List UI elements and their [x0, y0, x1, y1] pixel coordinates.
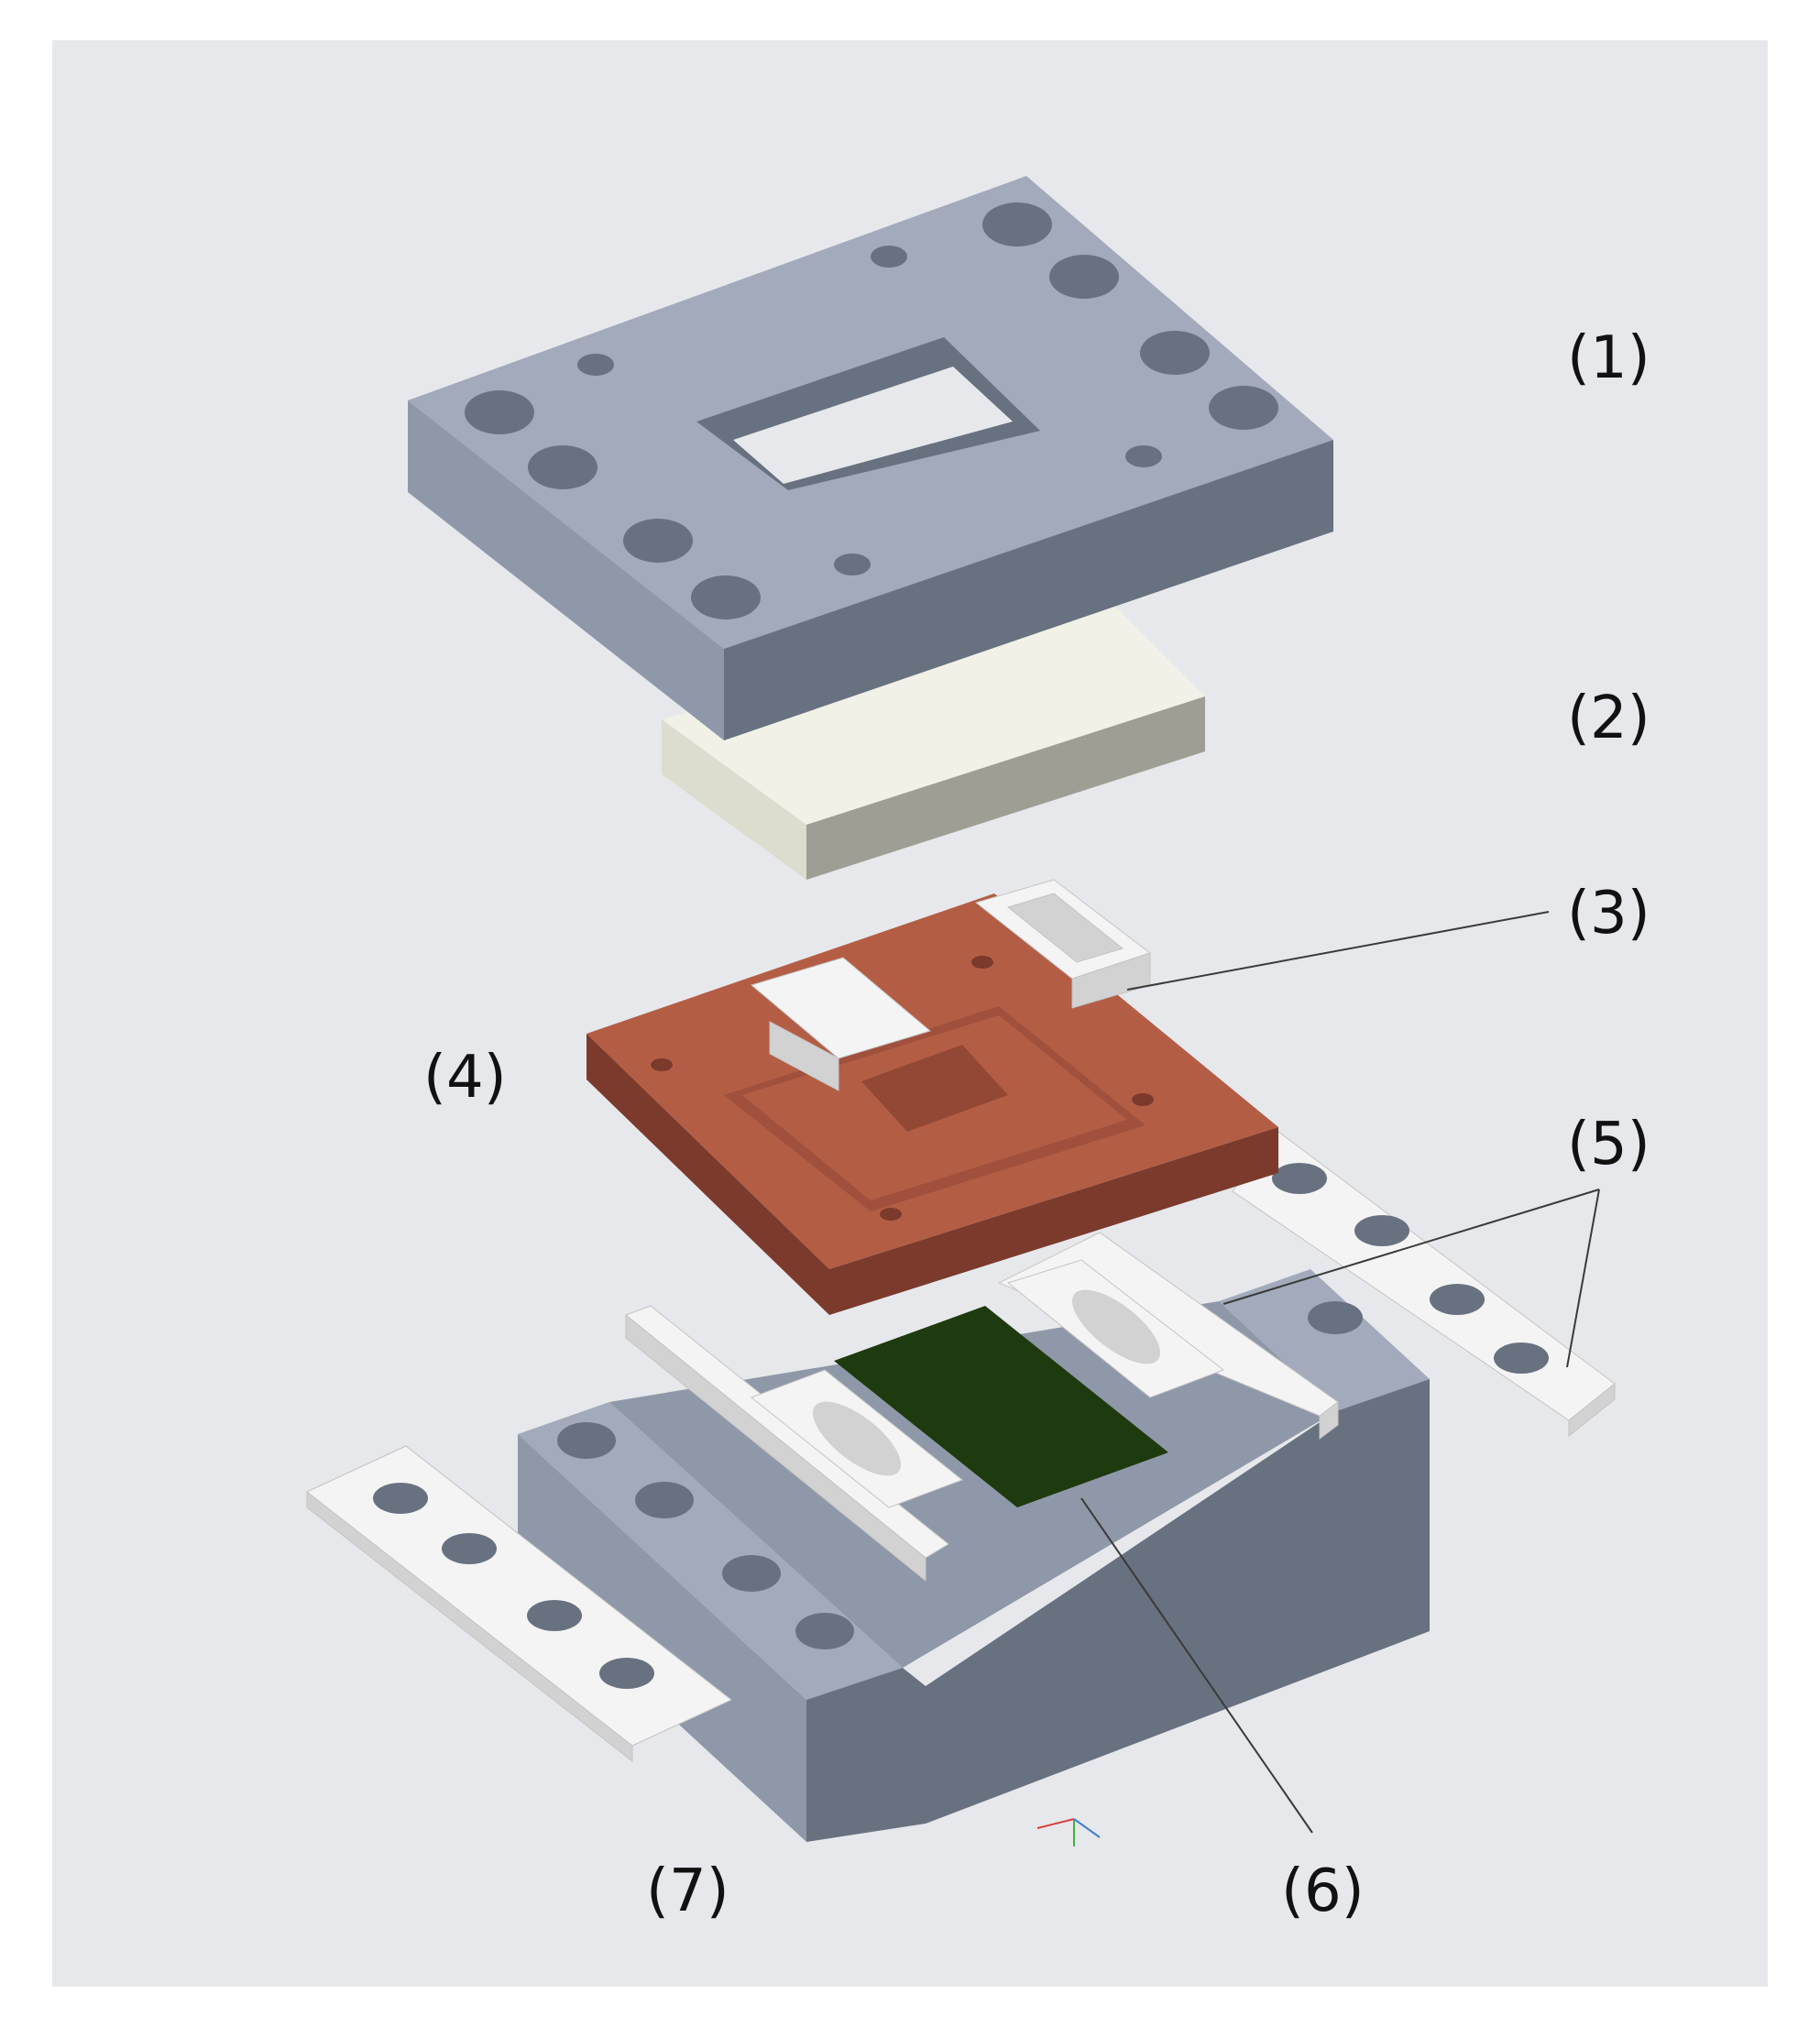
chip-hole-3	[1132, 1093, 1154, 1106]
chip-front-face	[587, 1034, 829, 1315]
base-front-face	[518, 1434, 806, 1842]
label-7: (7)	[646, 1857, 729, 1925]
membrane-right-face	[806, 696, 1205, 880]
membrane-top	[662, 600, 1205, 825]
axis-z	[1073, 1818, 1101, 1838]
chip-channels	[861, 1045, 1008, 1132]
chip-hole-1	[651, 1058, 673, 1071]
rstrip-hole-4	[1494, 1342, 1549, 1374]
connector-left-top	[750, 957, 932, 1059]
top-plate-part-1	[408, 176, 1333, 740]
plate-hole-7	[1140, 331, 1210, 375]
base-right-top	[1219, 1269, 1430, 1411]
strip-hole-4	[599, 1658, 654, 1689]
chip-right-face	[829, 1127, 1278, 1315]
sensor-top	[834, 1306, 1168, 1507]
label-2: (2)	[1567, 685, 1650, 752]
plate-hole-1	[465, 390, 534, 434]
leader-lines	[1080, 911, 1600, 1834]
leader-5b	[1566, 1189, 1600, 1368]
rstrip-hole-1	[1272, 1163, 1327, 1194]
plate-window-opening	[733, 367, 1013, 484]
leader-6	[1080, 1497, 1313, 1834]
label-6: (6)	[1281, 1857, 1365, 1925]
connector-right-opening	[1006, 893, 1124, 963]
leader-5a	[1222, 1189, 1600, 1305]
plate-front-face	[408, 400, 724, 740]
left-rail-side	[625, 1313, 926, 1583]
connector-left-side	[769, 1021, 839, 1091]
plate-hole-3	[623, 519, 693, 563]
plate-small-hole-2	[834, 553, 871, 575]
base-right-face	[926, 1379, 1430, 1824]
plate-hole-8	[1209, 386, 1278, 430]
label-1: (1)	[1567, 324, 1650, 392]
right-strip-edge	[1568, 1382, 1616, 1438]
plate-small-hole-1	[577, 354, 614, 376]
label-4: (4)	[423, 1044, 507, 1112]
plate-small-hole-3	[871, 246, 907, 268]
base-front-leg	[806, 1668, 926, 1842]
rails-part-5	[625, 1131, 1616, 1583]
right-slider-slot	[1071, 1289, 1161, 1364]
base-hole-4	[795, 1613, 854, 1649]
chip-hole-2	[880, 1208, 902, 1221]
plate-hole-6	[1049, 255, 1119, 299]
chip-hole-4	[971, 956, 993, 969]
membrane-part-2	[662, 600, 1205, 880]
leader-3	[1126, 911, 1550, 991]
base-hole-5	[1308, 1301, 1363, 1334]
plate-hole-5	[982, 203, 1052, 247]
base-hole-3	[722, 1555, 781, 1592]
chip-part-4	[587, 879, 1278, 1315]
plate-hole-4	[691, 575, 761, 619]
strip-hole-1	[373, 1483, 428, 1514]
base-hole-2	[635, 1482, 694, 1518]
axis-x	[1036, 1818, 1075, 1829]
membrane-front-face	[662, 719, 806, 880]
strip-hole-3	[527, 1600, 582, 1631]
plate-small-hole-4	[1125, 445, 1162, 467]
sensor-part-6	[834, 1306, 1168, 1507]
rstrip-hole-3	[1430, 1284, 1485, 1315]
strip-hole-2	[442, 1533, 497, 1564]
right-rail-side	[1319, 1401, 1339, 1440]
rstrip-hole-2	[1354, 1215, 1409, 1246]
label-5: (5)	[1567, 1111, 1650, 1178]
left-slider-slot	[812, 1401, 902, 1476]
plate-right-face	[724, 440, 1333, 740]
plate-hole-2	[528, 445, 598, 489]
label-3: (3)	[1567, 880, 1650, 948]
axis-triad	[1036, 1818, 1101, 1846]
base-hole-1	[557, 1422, 616, 1459]
